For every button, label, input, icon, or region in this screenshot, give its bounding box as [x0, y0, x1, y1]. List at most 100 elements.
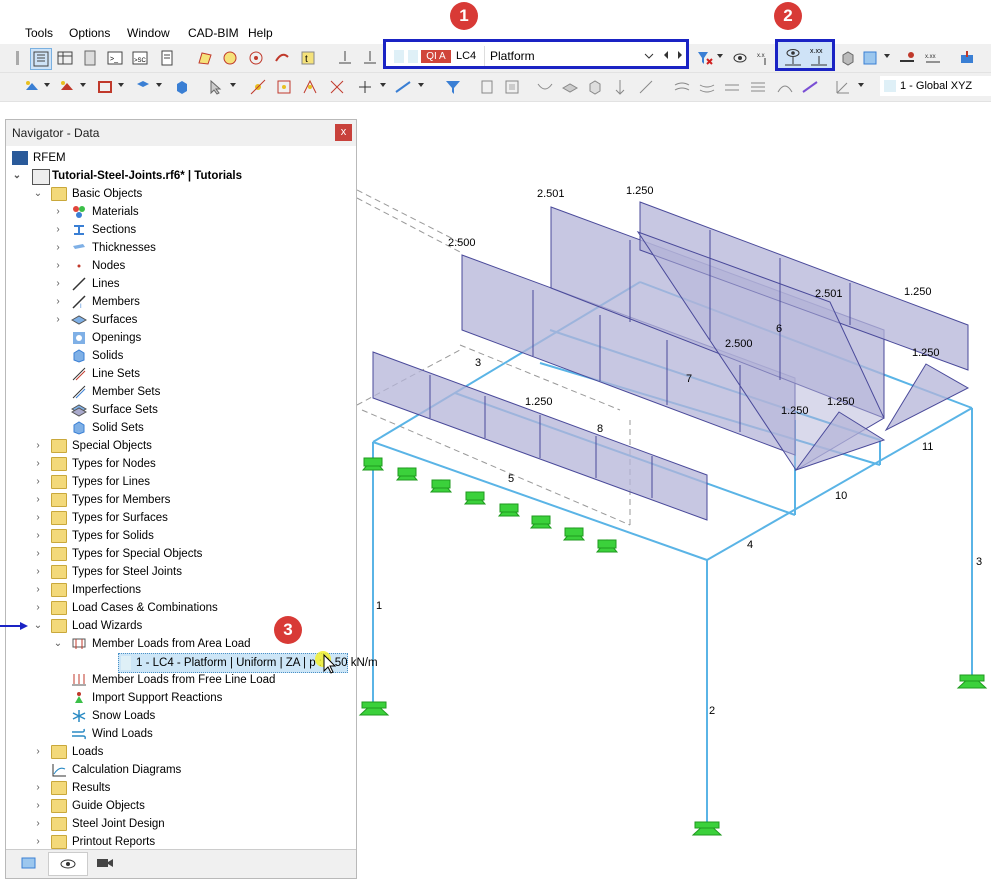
tree-item-import-support-reactions[interactable]: Import Support Reactions: [6, 689, 356, 707]
tree-item-openings[interactable]: Openings: [6, 329, 356, 347]
chevron-right-icon[interactable]: ›: [56, 224, 60, 235]
new-solid-button[interactable]: [172, 77, 192, 97]
load-case-selector[interactable]: QI A LC4 Platform: [383, 39, 689, 69]
tree-item-basic-objects[interactable]: ⌄ Basic Objects: [6, 185, 356, 203]
chevron-down-icon[interactable]: ⌄: [33, 188, 43, 199]
tree-item-snow-loads[interactable]: Snow Loads: [6, 707, 356, 725]
pointer-dropdown[interactable]: [230, 83, 236, 87]
tree-item-types-for-surfaces[interactable]: › Types for Surfaces: [6, 509, 356, 527]
tree-item-types-for-special-objects[interactable]: › Types for Special Objects: [6, 545, 356, 563]
chevron-right-icon[interactable]: ›: [36, 494, 40, 505]
show-load-values-icon[interactable]: x.xx: [808, 45, 830, 67]
workplane-button[interactable]: [355, 77, 375, 97]
chevron-right-icon[interactable]: ›: [56, 260, 60, 271]
target-button[interactable]: [246, 48, 266, 68]
member-line-3-button[interactable]: [722, 77, 742, 97]
new-member-dropdown[interactable]: [80, 83, 86, 87]
previous-lc-icon[interactable]: [662, 50, 670, 60]
menu-options[interactable]: Options: [69, 26, 111, 40]
menu-window[interactable]: Window: [127, 26, 170, 40]
visibility-button[interactable]: [730, 48, 750, 68]
tree-item-guide-objects[interactable]: › Guide Objects: [6, 797, 356, 815]
show-loads-icon[interactable]: [782, 45, 804, 67]
chevron-down-icon[interactable]: ⌄: [53, 638, 63, 649]
chevron-down-icon[interactable]: [644, 52, 654, 60]
tree-item-solid-sets[interactable]: Solid Sets: [6, 419, 356, 437]
tree-item-types-for-lines[interactable]: › Types for Lines: [6, 473, 356, 491]
report-button[interactable]: [157, 48, 177, 68]
tree-item-sections[interactable]: › Sections: [6, 221, 356, 239]
script-button[interactable]: >SC: [130, 48, 150, 68]
workplane-dropdown[interactable]: [380, 83, 386, 87]
chevron-right-icon[interactable]: ›: [36, 836, 40, 847]
tree-item-nodes[interactable]: › Nodes: [6, 257, 356, 275]
tree-item-printout-reports[interactable]: › Printout Reports: [6, 833, 356, 851]
show-values-button[interactable]: x.xx: [923, 48, 943, 68]
model-3d-view[interactable]: 2.501 1.250 2.500 2.501 1.250 2.500 1.25…: [357, 100, 991, 888]
chevron-right-icon[interactable]: ›: [56, 278, 60, 289]
grid-snap-button[interactable]: [274, 77, 294, 97]
tree-item-member-sets[interactable]: Member Sets: [6, 383, 356, 401]
box-view-button[interactable]: [585, 77, 605, 97]
chevron-right-icon[interactable]: ›: [36, 602, 40, 613]
member-line-6-button[interactable]: [800, 77, 820, 97]
guide-line-dropdown[interactable]: [418, 83, 424, 87]
render-dropdown-arrow[interactable]: [884, 54, 890, 58]
tree-item-types-for-nodes[interactable]: › Types for Nodes: [6, 455, 356, 473]
tree-item-types-for-members[interactable]: › Types for Members: [6, 491, 356, 509]
diagram-view-button[interactable]: [535, 77, 555, 97]
load-next-button[interactable]: [360, 48, 380, 68]
tree-item-surface-sets[interactable]: Surface Sets: [6, 401, 356, 419]
tree-item-load-cases-combinations[interactable]: › Load Cases & Combinations: [6, 599, 356, 617]
chevron-right-icon[interactable]: ›: [36, 566, 40, 577]
tree-item-types-for-solids[interactable]: › Types for Solids: [6, 527, 356, 545]
export-button[interactable]: [957, 48, 977, 68]
chevron-right-icon[interactable]: ›: [36, 476, 40, 487]
tree-item-load-wizards[interactable]: ⌄ Load Wizards: [6, 617, 356, 635]
tree-item-loads[interactable]: › Loads: [6, 743, 356, 761]
node-snap-button[interactable]: [248, 77, 268, 97]
select-button[interactable]: [220, 48, 240, 68]
chevron-right-icon[interactable]: ›: [36, 440, 40, 451]
tree-item-imperfections[interactable]: › Imperfections: [6, 581, 356, 599]
filter-button[interactable]: [443, 77, 463, 97]
tree-item-member-loads-from-area-load[interactable]: ⌄ Member Loads from Area Load: [6, 635, 356, 653]
tree-item-member-loads-from-free-line-load[interactable]: Member Loads from Free Line Load: [6, 671, 356, 689]
chevron-right-icon[interactable]: ›: [36, 584, 40, 595]
filter-dropdown-arrow[interactable]: [717, 54, 723, 58]
tree-item-model[interactable]: ⌄ Tutorial-Steel-Joints.rf6* | Tutorials: [6, 167, 356, 185]
guide-line-button[interactable]: [393, 77, 413, 97]
tree-item-surfaces[interactable]: › Surfaces: [6, 311, 356, 329]
solid-view-button[interactable]: [838, 48, 858, 68]
new-surface-button[interactable]: [95, 77, 115, 97]
navigator-button[interactable]: [30, 48, 52, 70]
member-line-2-button[interactable]: [697, 77, 717, 97]
console-button[interactable]: >_: [105, 48, 125, 68]
new-opening-button[interactable]: [133, 77, 153, 97]
new-opening-dropdown[interactable]: [156, 83, 162, 87]
chevron-right-icon[interactable]: ›: [36, 746, 40, 757]
chevron-right-icon[interactable]: ›: [36, 782, 40, 793]
tree-item-special-objects[interactable]: › Special Objects: [6, 437, 356, 455]
midpoint-snap-button[interactable]: [300, 77, 320, 97]
load-previous-button[interactable]: [335, 48, 355, 68]
tree-item-thicknesses[interactable]: › Thicknesses: [6, 239, 356, 257]
next-lc-icon[interactable]: [676, 50, 684, 60]
tree-item-materials[interactable]: › Materials: [6, 203, 356, 221]
chevron-right-icon[interactable]: ›: [36, 458, 40, 469]
deformation-button[interactable]: [560, 77, 580, 97]
chevron-down-icon[interactable]: ⌄: [33, 620, 43, 631]
chevron-right-icon[interactable]: ›: [56, 296, 60, 307]
close-icon[interactable]: x: [335, 124, 352, 141]
intersection-snap-button[interactable]: [327, 77, 347, 97]
new-node-dropdown[interactable]: [44, 83, 50, 87]
axes-button[interactable]: [833, 77, 853, 97]
chevron-down-icon[interactable]: ⌄: [12, 170, 22, 181]
rotate-button[interactable]: [272, 48, 292, 68]
new-node-button[interactable]: [22, 77, 42, 97]
chevron-right-icon[interactable]: ›: [56, 242, 60, 253]
filter-delete-button[interactable]: [695, 48, 715, 68]
text-button[interactable]: t: [298, 48, 318, 68]
axis-view-button[interactable]: [636, 77, 656, 97]
menu-help[interactable]: Help: [248, 26, 273, 40]
